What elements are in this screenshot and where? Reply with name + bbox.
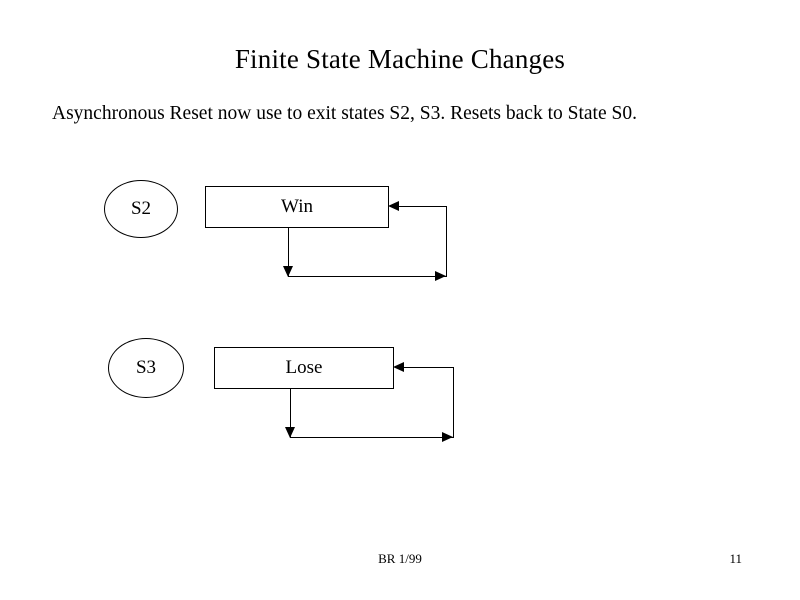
page-title: Finite State Machine Changes [234,44,566,74]
state-node-s3-label: S3 [135,357,157,378]
output-box-win-label: Win [281,196,313,217]
state-node-s3: S3 [108,338,184,398]
page-number: 11 [729,551,742,566]
output-box-lose: Lose [214,347,394,389]
lose-loop-bottom-line [290,437,454,438]
footer-attribution: BR 1/99 [378,551,422,566]
body-text: Asynchronous Reset now use to exit state… [52,103,637,124]
win-loop-arrow-into-box [388,201,399,211]
lose-loop-right-line [453,367,454,437]
lose-loop-arrow-right [442,432,453,442]
fsm-diagram: S2 Win S3 Lose [0,170,800,470]
lose-loop-top-line [404,367,454,368]
lose-loop-left-line [290,388,291,437]
output-box-win: Win [205,186,389,228]
lose-loop-arrow-down [285,427,295,438]
win-loop-arrow-down [283,266,293,277]
state-node-s2-label: S2 [130,198,152,219]
win-loop-top-line [399,206,447,207]
win-loop-left-line [288,227,289,276]
state-node-s2: S2 [104,180,178,238]
win-loop-arrow-right [435,271,446,281]
output-box-lose-label: Lose [285,357,323,378]
lose-loop-arrow-into-box [393,362,404,372]
win-loop-bottom-line [288,276,447,277]
win-loop-right-line [446,206,447,276]
